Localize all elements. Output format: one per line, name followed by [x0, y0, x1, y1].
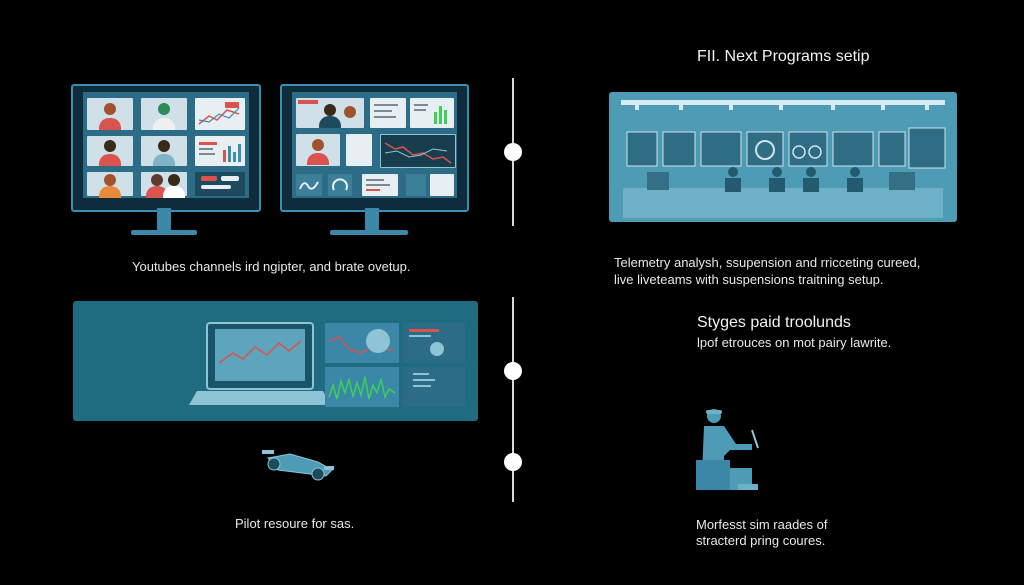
top-right-caption-line2: live liveteams with suspensions traitnin…	[614, 272, 884, 287]
bottom-right-caption-line1: Morfesst sim raades of	[696, 517, 828, 532]
mid-right-caption: lpof etrouces on mot pairy lawrite.	[697, 335, 892, 350]
timeline-node-3[interactable]	[504, 453, 522, 471]
line-chart-icon	[198, 102, 240, 125]
wave-icon	[299, 181, 319, 190]
stats-tile[interactable]	[430, 174, 454, 196]
race-car-icon	[260, 444, 336, 482]
bottom-right-caption-line2: stracterd pring coures.	[696, 533, 826, 548]
top-right-heading: FII. Next Programs setip	[697, 48, 870, 65]
telemetry-dashboard-screen	[292, 92, 457, 198]
telemetry-chart-tile[interactable]	[380, 134, 456, 168]
bottom-left-caption: Pilot resoure for sas.	[235, 516, 355, 531]
list-icon	[374, 104, 398, 118]
chat-bubble-icon	[201, 176, 239, 189]
stats-tile[interactable]	[362, 174, 398, 196]
list-icon	[366, 179, 390, 191]
laptop-telemetry-icon	[189, 322, 465, 407]
telemetry-line-icon	[384, 142, 452, 164]
video-tile[interactable]	[141, 98, 187, 130]
gauge-icon	[332, 178, 348, 191]
room-scene-icon	[621, 100, 946, 218]
video-tile[interactable]	[141, 136, 187, 166]
chart-tile[interactable]	[195, 98, 245, 130]
stats-tile[interactable]	[370, 98, 406, 128]
video-call-grid	[83, 92, 249, 198]
video-tile[interactable]	[87, 172, 133, 198]
top-right-caption-line1: Telemetry analysh, ssupension and rricce…	[614, 255, 921, 270]
sim-racer-icon	[694, 404, 764, 494]
mid-right-heading: Styges paid troolunds	[697, 314, 851, 331]
top-left-caption: Youtubes channels ird ngipter, and brate…	[132, 259, 411, 274]
chat-tile[interactable]	[195, 172, 245, 196]
video-tile[interactable]	[87, 98, 133, 130]
video-tile[interactable]	[87, 136, 133, 166]
training-room-illustration	[609, 92, 957, 222]
timeline-node-2[interactable]	[504, 362, 522, 380]
bar-chart-icon	[414, 104, 447, 124]
gauge-tile[interactable]	[296, 174, 322, 196]
telemetry-dashboard-panel	[73, 301, 478, 421]
video-tile[interactable]	[141, 172, 187, 198]
video-tile[interactable]	[296, 98, 364, 128]
video-tile[interactable]	[296, 134, 340, 166]
chart-tile[interactable]	[195, 136, 245, 166]
chart-tile[interactable]	[410, 98, 454, 128]
timeline-node-1[interactable]	[504, 143, 522, 161]
gauge-tile[interactable]	[328, 174, 352, 196]
timeline-line-bottom	[512, 297, 514, 502]
document-tile[interactable]	[346, 134, 372, 166]
chart-tile[interactable]	[406, 174, 426, 196]
bar-chart-icon	[199, 142, 241, 162]
